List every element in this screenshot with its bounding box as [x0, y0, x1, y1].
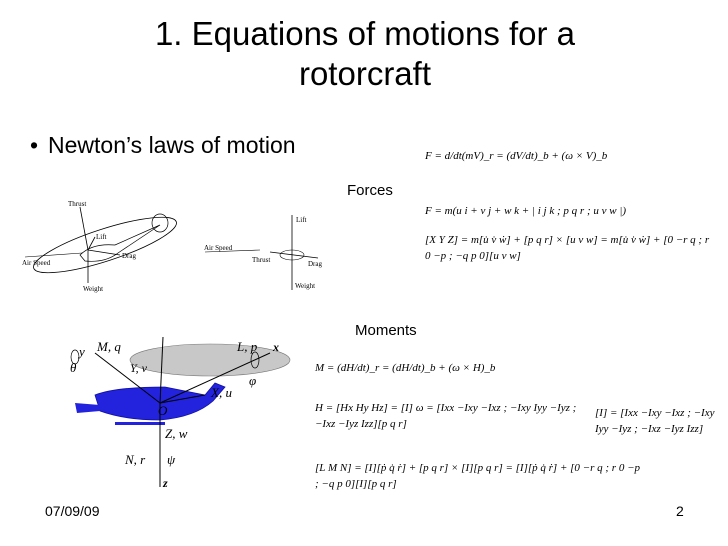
psi-label: ψ: [167, 452, 176, 467]
title-line-2: rotorcraft: [298, 55, 432, 92]
weight-label-right: Weight: [295, 282, 315, 290]
equation-moment-matrix: [L M N] = [I][ṗ q̇ ṙ] + [p q r] × [I][p …: [315, 462, 640, 490]
lift-label-right: Lift: [296, 216, 307, 224]
drag-label-left: Drag: [122, 252, 136, 260]
bullet-dot-icon: •: [30, 132, 39, 158]
bullet-text: Newton’s laws of motion: [48, 132, 296, 158]
equation-force-expanded: F = m(u i + v j + w k + | i j k ; p q r …: [425, 205, 627, 217]
thrust-label-right: Thrust: [252, 256, 270, 264]
xu-label: X, u: [210, 385, 232, 400]
zw-label: Z, w: [165, 426, 188, 441]
moments-label: Moments: [355, 322, 417, 339]
theta-label: θ: [70, 360, 77, 375]
forces-diagram-hover: Thrust Lift Drag Air Speed Weight: [22, 200, 177, 293]
title-line-1: 1. Equations of motions for a: [154, 15, 576, 52]
thrust-label-left: Thrust: [68, 200, 86, 208]
page-number: 2: [676, 503, 684, 519]
equation-moment-derivative: M = (dH/dt)_r = (dH/dt)_b + (ω × H)_b: [315, 362, 496, 374]
airspeed-label-right: Air Speed: [204, 244, 233, 252]
airspeed-label-left: Air Speed: [22, 259, 51, 267]
y-axis-label: y: [77, 344, 85, 359]
phi-label: φ: [249, 373, 256, 388]
lift-label-left: Lift: [96, 233, 107, 241]
slide-date: 07/09/09: [45, 503, 100, 519]
equation-inertia-matrix: [I] = [Ixx −Ixy −Ixz ; −Ixy Iyy −Iyz ; −…: [595, 407, 715, 435]
z-axis-label: z: [162, 476, 168, 490]
weight-label-left: Weight: [83, 285, 103, 293]
origin-label: O: [158, 403, 168, 418]
bullet-item: • Newton’s laws of motion: [30, 132, 296, 159]
equation-force-derivative: F = d/dt(mV)_r = (dV/dt)_b + (ω × V)_b: [425, 150, 608, 162]
forces-label: Forces: [347, 182, 393, 199]
lp-label: L, p: [236, 339, 258, 354]
mq-label: M, q: [96, 339, 121, 354]
x-axis-label: x: [272, 340, 279, 354]
drag-label-right: Drag: [308, 260, 322, 268]
helicopter-axes-diagram: M, q y θ Y, ν L, p x φ O X, u Z, w N, r …: [70, 336, 291, 490]
forces-diagram-forward: Lift Air Speed Thrust Drag Weight: [204, 215, 322, 290]
equation-force-matrix: [X Y Z] = m[u̇ v̇ ẇ] + [p q r] × [u v w]…: [425, 234, 710, 262]
nr-label: N, r: [124, 452, 146, 467]
slide-title: 1. Equations of motions for a rotorcraft: [40, 14, 690, 94]
equation-angular-momentum: H = [Hx Hy Hz] = [I] ω = [Ixx −Ixy −Ixz …: [315, 402, 577, 430]
yv-label: Y, ν: [130, 361, 148, 375]
